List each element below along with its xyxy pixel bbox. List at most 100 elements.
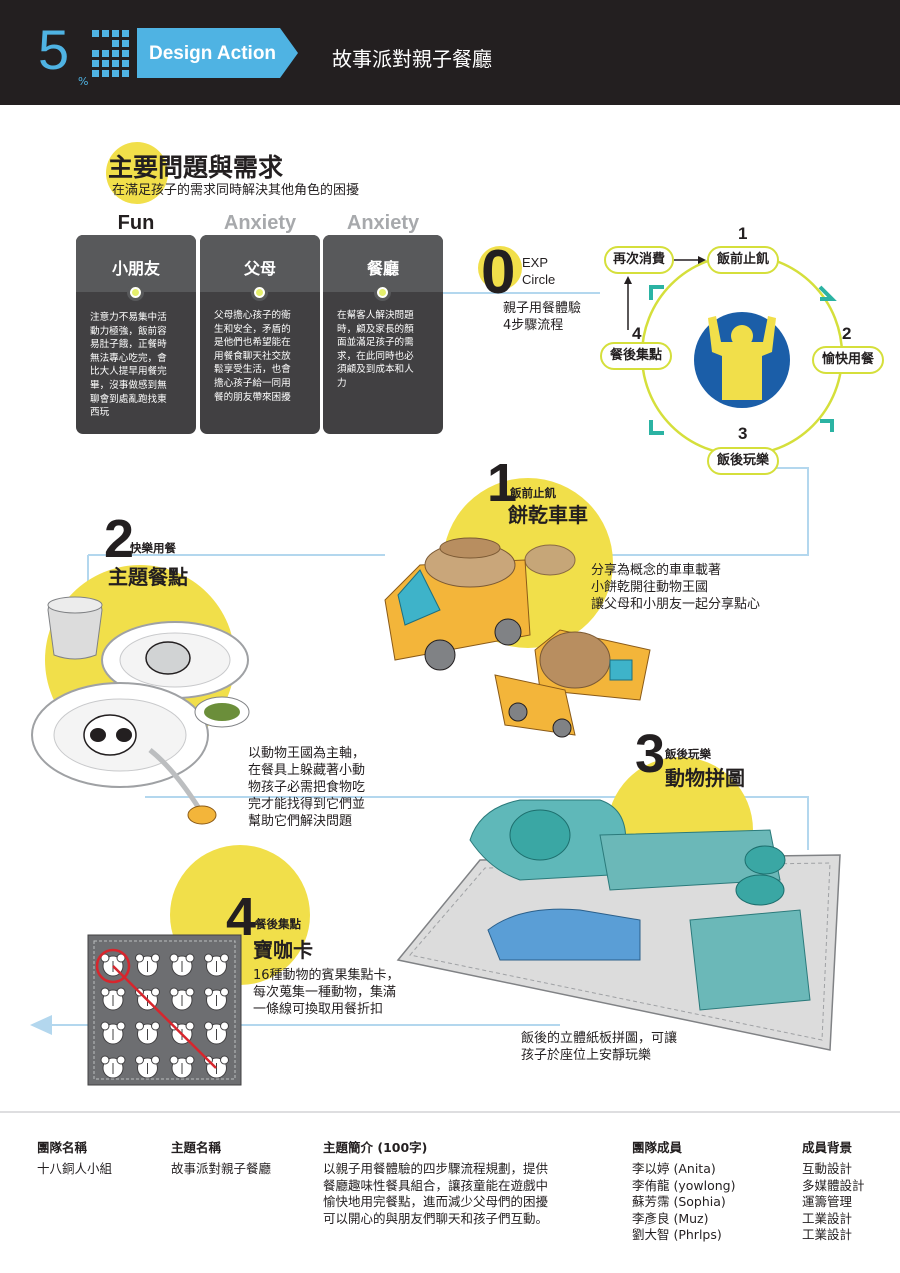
bingo-animal-ear [185, 953, 195, 963]
bingo-animal-ear [100, 1021, 110, 1031]
bingo-animal-ear [204, 987, 213, 997]
page-title: 故事派對親子餐廳 [332, 47, 492, 71]
bingo-animal-ear [204, 1021, 213, 1031]
step1-small-label: 飯前止飢 [510, 486, 556, 500]
bingo-animal-ear [151, 987, 160, 997]
card-restaurant: 餐廳 在幫客人解決問題時，顧及家長的顏 面並滿足孩子的需求，在此同時也必 須顧及… [323, 235, 443, 434]
exp-circle-bg [478, 246, 522, 290]
bingo-animal-ear [116, 1021, 126, 1031]
logo-number: 5 [38, 18, 70, 81]
footer-members-head: 團隊成員 [632, 1140, 683, 1155]
bingo-animal-ear [151, 1021, 160, 1031]
exp-label-1: EXP [522, 255, 549, 270]
bingo-animal-ear [169, 1055, 179, 1065]
exp-desc-1: 親子用餐體驗 [503, 301, 582, 316]
card-restaurant-body: 在幫客人解決問題時，顧及家長的顏 面並滿足孩子的需求，在此同時也必 須顧及到成本… [337, 310, 414, 389]
bingo-animal-ear [116, 953, 126, 963]
card-parents-body: 父母擔心孩子的衛生和安全，矛盾的 是他們也希望能在用餐食聊天社交放 鬆享受生活，… [214, 310, 291, 403]
card-parents-name: 父母 [243, 259, 276, 278]
cycle-step-2-num: 2 [842, 324, 852, 343]
arrow-left-icon [30, 1015, 52, 1035]
banner-shape [137, 28, 298, 78]
logo-percent: % [78, 75, 89, 88]
footer-theme-head: 主題名稱 [171, 1140, 222, 1155]
footer-members: 李以婷 (Anita)李侑龍 (yowlong)蘇芳霈 (Sophia) 李彥良… [632, 1161, 736, 1242]
card-kids-body: 注意力不易集中活動力極強，飯前容 易肚子餓，正餐時無法專心吃完，會 比大人提早用… [90, 312, 167, 419]
step3-number: 3 [635, 724, 666, 784]
cycle-step-4-num: 4 [632, 324, 642, 343]
bingo-animal-ear [135, 1055, 144, 1065]
bingo-animal-ear [151, 1055, 160, 1065]
cycle-step-3-num: 3 [738, 424, 748, 443]
bingo-animal-ear [204, 953, 213, 963]
step4-small-label: 餐後集點 [255, 917, 301, 931]
bingo-animal-ear [100, 987, 110, 997]
person-arms-up-icon [708, 316, 776, 400]
footer-team: 十八銅人小組 [37, 1161, 113, 1176]
card-parents: 父母 父母擔心孩子的衛生和安全，矛盾的 是他們也希望能在用餐食聊天社交放 鬆享受… [200, 235, 320, 434]
step4-title: 寶咖卡 [253, 938, 313, 962]
bingo-animal-ear [116, 987, 126, 997]
bingo-animal-ear [185, 987, 195, 997]
column-head-restaurant: Anxiety [346, 212, 420, 234]
bingo-animal-ear [220, 987, 229, 997]
step1-title: 餅乾車車 [508, 503, 588, 527]
footer-team-head: 團隊名稱 [37, 1140, 88, 1155]
step2-small-label: 快樂用餐 [130, 541, 176, 555]
cycle-step-3: 飯後玩樂 [707, 447, 779, 475]
column-head-kids: Fun [117, 212, 155, 234]
bingo-animal-ear [185, 1021, 195, 1031]
banner-label: Design Action [149, 43, 277, 64]
card-kids-name: 小朋友 [111, 259, 160, 278]
step3-title: 動物拼圖 [665, 766, 745, 790]
animal-puzzle-illustration [396, 799, 841, 1051]
bingo-animal-ear [220, 953, 229, 963]
cycle-repurchase: 再次消費 [604, 246, 674, 274]
bingo-animal-ear [100, 1055, 110, 1065]
section-subtitle: 在滿足孩子的需求同時解決其他角色的困擾 [112, 183, 360, 198]
step1-description: 分享為概念的車車載著小餅乾開往動物王國讓父母和小朋友一起分享點心 [591, 563, 761, 612]
footer-theme: 故事派對親子餐廳 [171, 1161, 272, 1176]
step3-description: 飯後的立體紙板拼圖，可讓孩子於座位上安靜玩樂 [521, 1031, 678, 1063]
cycle-step-2: 愉快用餐 [812, 346, 884, 374]
bingo-animal-ear [151, 953, 160, 963]
card-dot [251, 284, 268, 301]
bingo-animal-ear [185, 1055, 195, 1065]
bingo-animal-ear [135, 1021, 144, 1031]
cycle-step-4: 餐後集點 [600, 342, 672, 370]
cycle-step-1: 飯前止飢 [707, 246, 779, 274]
step4-number: 4 [226, 887, 257, 947]
header-decor [92, 28, 298, 78]
step1-number: 1 [487, 453, 518, 513]
section-title-circle [106, 142, 168, 204]
step2-description: 以動物王國為主軸，在餐具上躲藏著小動物孩子必需把食物吃 完才能找得到它們並幫助它… [248, 746, 366, 829]
bingo-card-illustration [87, 934, 242, 1086]
footer-intro-head: 主題簡介 (100字) [323, 1140, 428, 1155]
card-dot [127, 284, 144, 301]
bingo-animal-ear [169, 987, 179, 997]
cycle-step-1-num: 1 [738, 224, 748, 243]
bingo-animal-ear [100, 953, 110, 963]
footer-bg-head: 成員背景 [802, 1140, 853, 1155]
card-dot [374, 284, 391, 301]
step2-number: 2 [104, 509, 135, 569]
card-kids: 小朋友 注意力不易集中活動力極強，飯前容 易肚子餓，正餐時無法專心吃完，會 比大… [76, 235, 196, 434]
exp-label-2: Circle [522, 272, 556, 287]
bingo-animal-ear [116, 1055, 126, 1065]
bingo-animal-ear [169, 953, 179, 963]
card-restaurant-name: 餐廳 [366, 259, 399, 278]
bingo-animal-ear [135, 953, 144, 963]
footer-intro: 以親子用餐體驗的四步驟流程規劃，提供餐廳趣味性餐具組合，讓孩童能在遊戲中 愉快地… [323, 1161, 549, 1226]
cycle-arrow-icon [649, 285, 837, 435]
biscuit-truck-illustration [384, 537, 651, 738]
step3-small-label: 飯後玩樂 [665, 747, 711, 761]
tableware-illustration [31, 596, 250, 825]
section-title: 主要問題與需求 [108, 153, 284, 182]
step2-title: 主題餐點 [108, 565, 188, 589]
bingo-animal-ear [220, 1021, 229, 1031]
bingo-animal-ear [220, 1055, 229, 1065]
step4-description: 16種動物的賓果集點卡，每次蒐集一種動物，集滿一條線可換取用餐折扣 [253, 968, 400, 1017]
column-head-parents: Anxiety [223, 212, 297, 234]
exp-desc-2: 4步驟流程 [503, 318, 564, 333]
footer-backgrounds: 互動設計多媒體設計運籌管理 工業設計工業設計 [802, 1161, 865, 1242]
